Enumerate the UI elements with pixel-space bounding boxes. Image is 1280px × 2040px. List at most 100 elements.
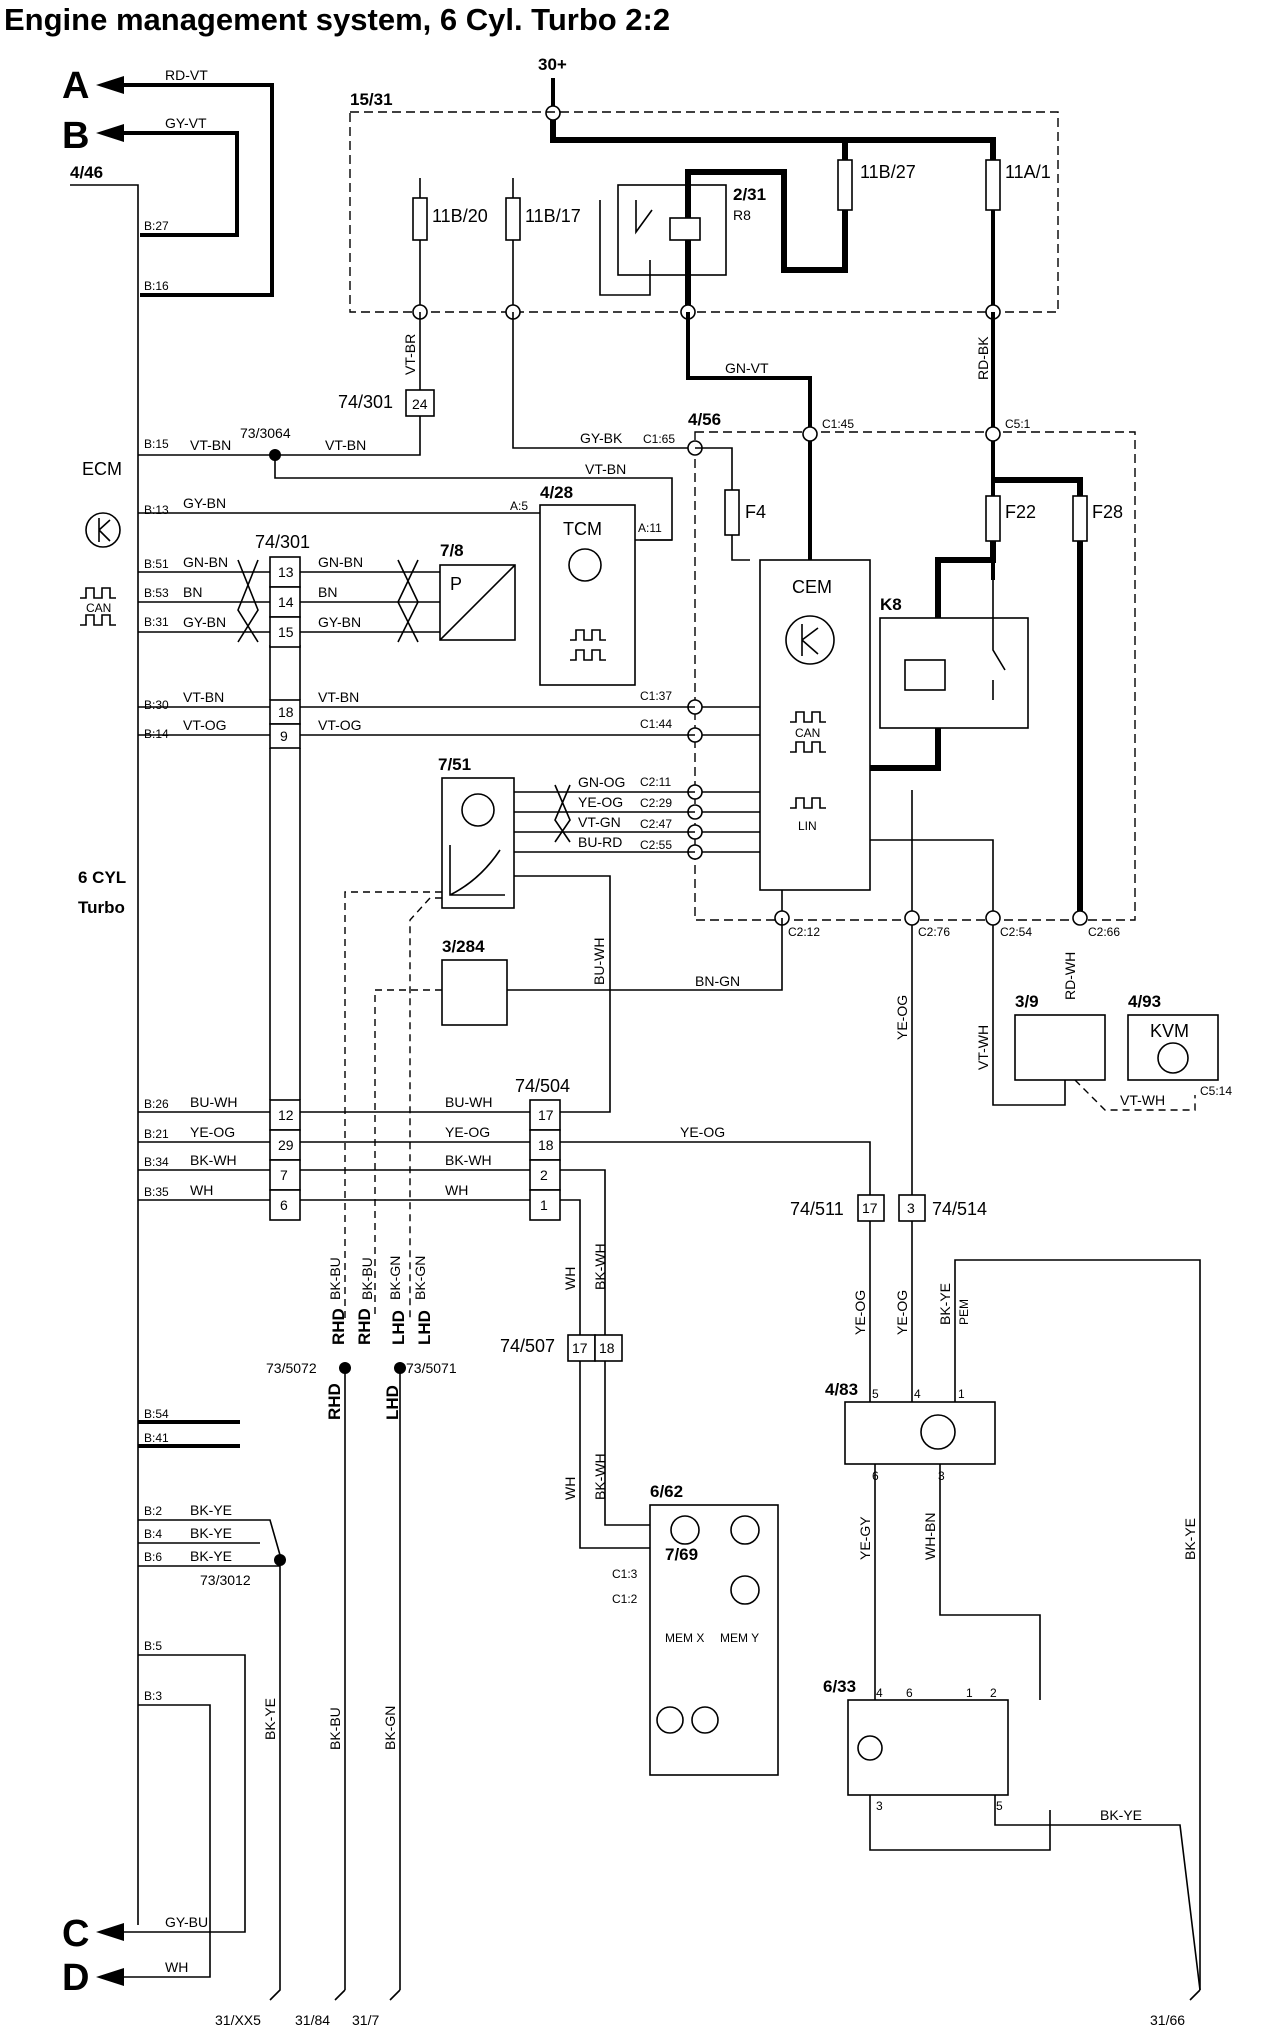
wire-label: RD-BK — [975, 336, 991, 380]
svg-text:BU-WH: BU-WH — [445, 1094, 492, 1110]
svg-text:5: 5 — [872, 1387, 879, 1401]
svg-text:BK-WH: BK-WH — [592, 1453, 608, 1500]
cem-name: CEM — [792, 577, 832, 597]
relay-k8-name: K8 — [880, 595, 902, 614]
svg-text:17: 17 — [572, 1340, 588, 1356]
fuse-box-15-31: 30+ 15/31 11B/27 11A/1 11B/20 11B/17 2/3… — [349, 55, 1059, 320]
cem-box-ref: 4/56 — [688, 410, 721, 429]
svg-text:WH: WH — [190, 1182, 213, 1198]
svg-text:PEM: PEM — [957, 1299, 971, 1325]
svg-text:29: 29 — [278, 1137, 294, 1153]
svg-text:74/514: 74/514 — [932, 1199, 987, 1219]
svg-text:BK-YE: BK-YE — [190, 1502, 232, 1518]
svg-text:BK-YE: BK-YE — [937, 1283, 953, 1325]
svg-text:18: 18 — [538, 1137, 554, 1153]
fuse-label: 11B/20 — [432, 206, 488, 226]
svg-text:A:11: A:11 — [638, 521, 662, 535]
svg-text:C2:55: C2:55 — [640, 838, 672, 852]
cem-box: 4/56 CEM CAN LIN C1:65 C1:45 C5:1 F4 F22… — [640, 410, 1136, 939]
wire-label: GN-BN — [183, 554, 228, 570]
svg-text:YE-OG: YE-OG — [445, 1124, 490, 1140]
ecm-can-label: CAN — [86, 601, 111, 615]
svg-text:RHD: RHD — [329, 1308, 348, 1345]
ecm-pin: B:41 — [144, 1431, 169, 1445]
svg-text:31/XX5: 31/XX5 — [215, 2012, 261, 2028]
switch-3-9 — [1014, 1014, 1106, 1081]
svg-text:BK-BU: BK-BU — [359, 1257, 375, 1300]
svg-text:73/5071: 73/5071 — [406, 1360, 457, 1376]
ecm-pin: B:35 — [144, 1185, 169, 1199]
svg-text:YE-GY: YE-GY — [857, 1516, 873, 1560]
cem-lin-label: LIN — [798, 819, 817, 833]
svg-text:6/33: 6/33 — [823, 1677, 856, 1696]
fuse-label: 11B/17 — [525, 206, 581, 226]
wire-label: VT-BN — [325, 437, 366, 453]
svg-text:C2:12: C2:12 — [788, 925, 820, 939]
connector-ref: 74/507 — [500, 1336, 555, 1356]
connector-c-letter: C — [62, 1913, 89, 1955]
ecm-pin: B:34 — [144, 1155, 169, 1169]
svg-text:WH: WH — [562, 1477, 578, 1500]
wire-label: BN — [318, 584, 337, 600]
svg-text:BK-GN: BK-GN — [412, 1256, 428, 1300]
svg-text:C1:65: C1:65 — [643, 432, 675, 446]
ecm-pin: B:6 — [144, 1550, 162, 1564]
svg-text:6: 6 — [906, 1686, 913, 1700]
ecm-pin: B:27 — [144, 219, 169, 233]
svg-text:RHD: RHD — [325, 1383, 344, 1420]
relay-2-31-name: R8 — [733, 207, 751, 223]
svg-text:17: 17 — [862, 1200, 878, 1216]
ecm-pin: B:13 — [144, 503, 169, 517]
svg-text:5: 5 — [996, 1799, 1003, 1813]
lamp-icon — [656, 1706, 684, 1734]
svg-text:73/5072: 73/5072 — [266, 1360, 317, 1376]
ecm-pin: B:54 — [144, 1407, 169, 1421]
svg-text:WH: WH — [562, 1267, 578, 1290]
svg-text:BK-BU: BK-BU — [327, 1707, 343, 1750]
fuse-f22-icon — [985, 495, 1001, 542]
svg-text:VT-WH: VT-WH — [975, 1025, 991, 1070]
svg-text:GY-BU: GY-BU — [165, 1914, 208, 1930]
svg-text:18: 18 — [278, 704, 294, 720]
ecm-can-signal-icon — [80, 587, 116, 599]
svg-text:BK-GN: BK-GN — [382, 1706, 398, 1750]
connector-d-arrow-icon — [96, 1968, 124, 1986]
svg-text:C2:47: C2:47 — [640, 817, 672, 831]
wire-label-b: GY-VT — [165, 115, 207, 131]
ecm-pin-labels: B:27 B:16 B:15 B:13 B:51 B:53 B:31 B:30 … — [144, 219, 169, 1703]
wire-label: BU-RD — [578, 834, 622, 850]
ecm-name: ECM — [82, 459, 122, 479]
connector-a-letter: A — [62, 65, 89, 107]
ecm-pin: B:21 — [144, 1127, 169, 1141]
svg-text:13: 13 — [278, 564, 294, 580]
svg-text:BK-YE: BK-YE — [190, 1525, 232, 1541]
motor-x-icon — [670, 1515, 700, 1545]
svg-text:C5:14: C5:14 — [1200, 1084, 1232, 1098]
svg-text:7: 7 — [280, 1167, 288, 1183]
svg-text:18: 18 — [599, 1340, 615, 1356]
wire-label: VT-BN — [585, 461, 626, 477]
svg-text:C1:2: C1:2 — [612, 1592, 638, 1606]
svg-text:BK-GN: BK-GN — [387, 1256, 403, 1300]
supply-label: 30+ — [538, 55, 567, 74]
connector-ref: 74/504 — [515, 1076, 570, 1096]
svg-text:C5:1: C5:1 — [1005, 417, 1031, 431]
svg-text:C1:37: C1:37 — [640, 689, 672, 703]
relay-coil-icon — [669, 217, 701, 241]
page-title: Engine management system, 6 Cyl. Turbo 2… — [4, 2, 670, 37]
svg-text:LHD: LHD — [415, 1310, 434, 1345]
ecm-pin: B:16 — [144, 279, 169, 293]
svg-text:3/284: 3/284 — [442, 937, 485, 956]
svg-text:7/8: 7/8 — [440, 541, 464, 560]
wire-label: BN-GN — [695, 973, 740, 989]
svg-text:YE-OG: YE-OG — [190, 1124, 235, 1140]
wire-label: GN-VT — [725, 360, 769, 376]
ecm-variant-line1: 6 CYL — [78, 868, 126, 887]
connector-ref: 74/301 — [338, 392, 393, 412]
svg-text:C1:3: C1:3 — [612, 1567, 638, 1581]
connector-c-arrow-icon — [96, 1923, 124, 1941]
tcm-transistor-icon — [568, 548, 602, 582]
svg-text:4/28: 4/28 — [540, 483, 573, 502]
ecm-pin: B:53 — [144, 586, 169, 600]
